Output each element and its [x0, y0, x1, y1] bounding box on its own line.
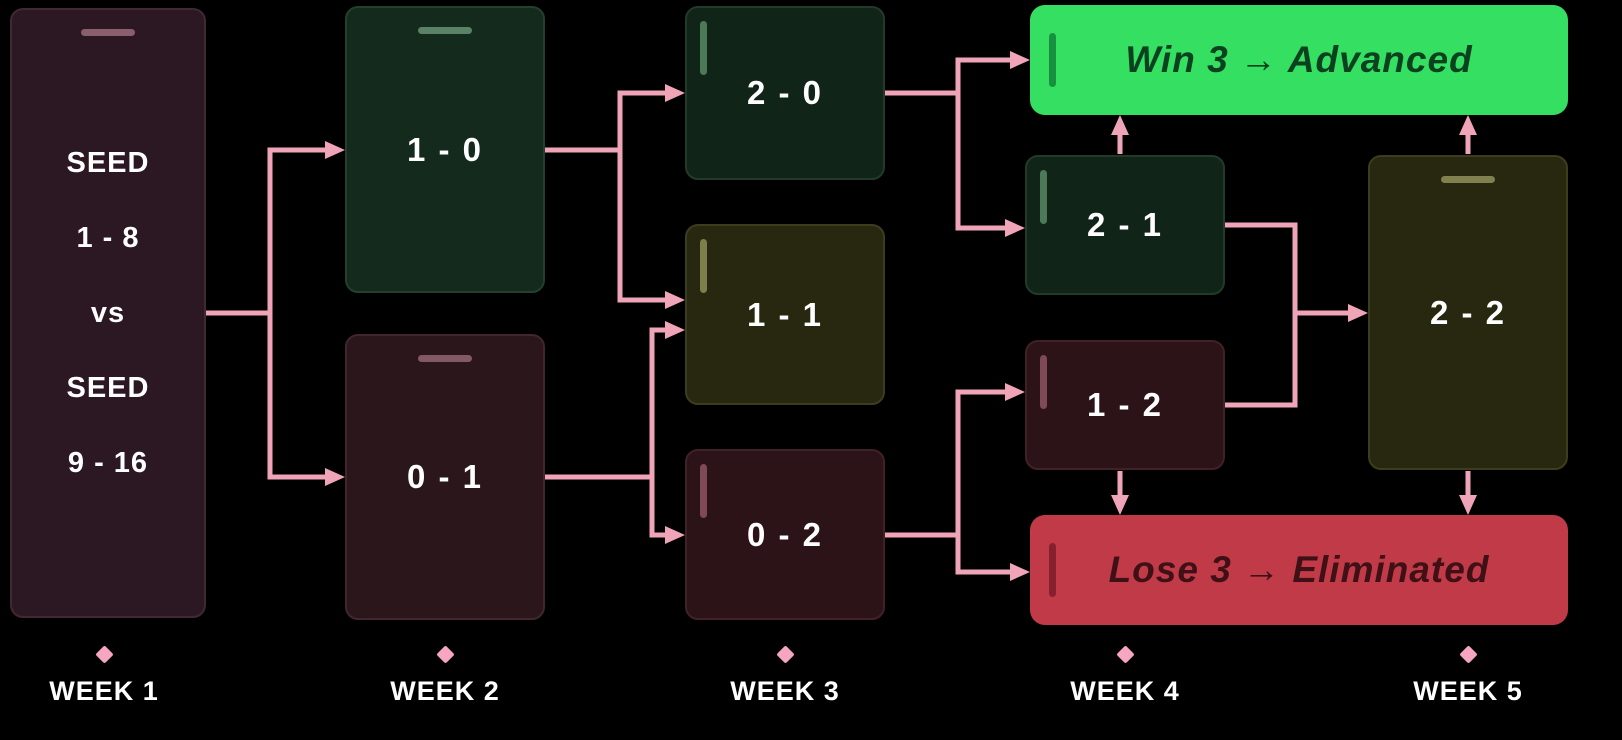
week-marker-5: WEEK 5 — [1368, 645, 1568, 707]
diamond-icon — [435, 645, 455, 664]
seed-line: 1 - 8 — [76, 221, 140, 254]
week-marker-2: WEEK 2 — [345, 645, 545, 707]
record-label: 1 - 2 — [1086, 386, 1164, 423]
record-label: 1 - 1 — [746, 295, 824, 333]
accent-bar — [1049, 33, 1056, 87]
diamond-icon — [1458, 645, 1478, 664]
record-label: 2 - 0 — [746, 74, 824, 111]
diamond-icon — [775, 645, 795, 664]
node-record-1-0: 1 - 0 — [345, 6, 545, 293]
record-label: 2 - 2 — [1429, 293, 1507, 331]
seed-line: 9 - 16 — [67, 446, 149, 479]
node-record-1-1: 1 - 1 — [685, 224, 885, 405]
record-label: 1 - 0 — [406, 130, 484, 168]
accent-bar — [700, 21, 707, 75]
node-record-0-2: 0 - 2 — [685, 449, 885, 620]
record-label: 2 - 1 — [1086, 206, 1164, 243]
week-marker-4: WEEK 4 — [1025, 645, 1225, 707]
week-label: WEEK 3 — [730, 676, 840, 706]
advanced-label: Win 3 → Advanced — [1125, 39, 1473, 80]
week-label: WEEK 4 — [1070, 676, 1180, 706]
seed-line: vs — [90, 296, 126, 329]
node-record-2-1: 2 - 1 — [1025, 155, 1225, 295]
notch-decoration — [81, 29, 135, 36]
banner-eliminated: Lose 3 → Eliminated — [1030, 515, 1568, 625]
accent-bar — [1040, 355, 1047, 409]
accent-bar — [700, 464, 707, 518]
node-record-1-2: 1 - 2 — [1025, 340, 1225, 470]
node-seed-matchup: SEED 1 - 8 vs SEED 9 - 16 — [10, 8, 206, 618]
banner-advanced: Win 3 → Advanced — [1030, 5, 1568, 115]
week-marker-3: WEEK 3 — [685, 645, 885, 707]
week-label: WEEK 1 — [49, 676, 159, 706]
diamond-icon — [1115, 645, 1135, 664]
accent-bar — [700, 239, 707, 293]
record-label: 0 - 1 — [406, 458, 484, 495]
notch-decoration — [418, 27, 472, 34]
node-record-2-2: 2 - 2 — [1368, 155, 1568, 470]
week-label: WEEK 5 — [1413, 676, 1523, 706]
week-label: WEEK 2 — [390, 676, 500, 706]
notch-decoration — [418, 355, 472, 362]
seed-line: SEED — [66, 371, 150, 404]
notch-decoration — [1441, 176, 1495, 183]
node-record-0-1: 0 - 1 — [345, 334, 545, 620]
eliminated-label: Lose 3 → Eliminated — [1108, 549, 1490, 590]
node-record-2-0: 2 - 0 — [685, 6, 885, 180]
accent-bar — [1040, 170, 1047, 224]
seed-matchup-text: SEED 1 - 8 vs SEED 9 - 16 — [67, 147, 150, 480]
week-marker-1: WEEK 1 — [4, 645, 204, 707]
seed-line: SEED — [66, 146, 150, 179]
diamond-icon — [94, 645, 114, 664]
record-label: 0 - 2 — [746, 515, 824, 553]
accent-bar — [1049, 543, 1056, 597]
